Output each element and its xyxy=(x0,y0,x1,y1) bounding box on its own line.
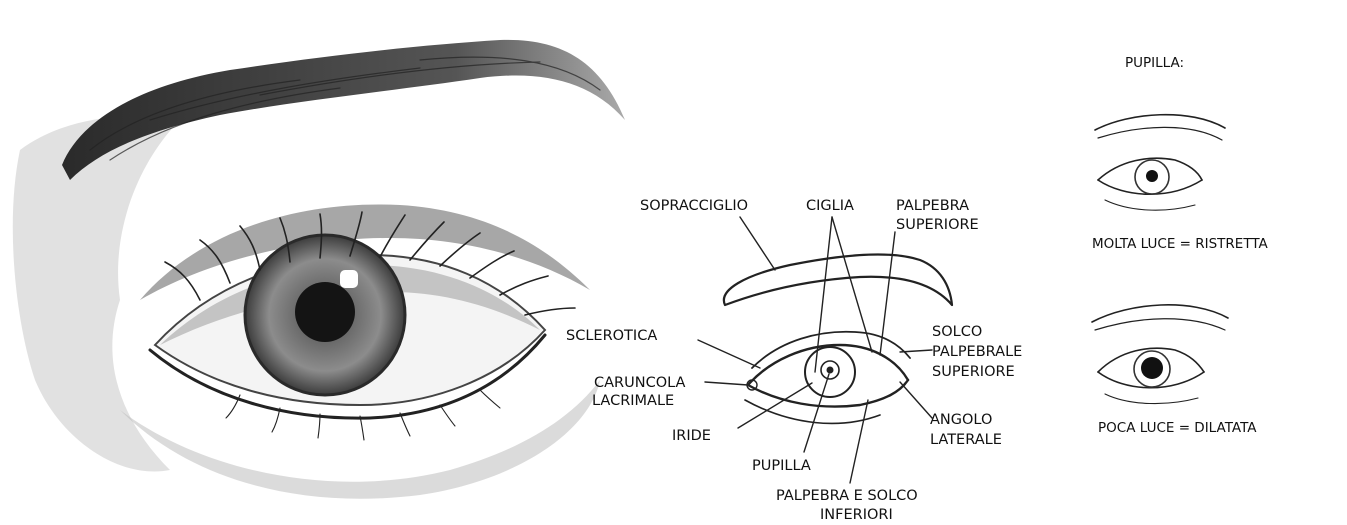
label-angolo-line2: LATERALE xyxy=(930,432,1002,448)
label-angolo-line1: ANGOLO xyxy=(930,412,992,428)
label-palpebra-inferiore-line2: INFERIORI xyxy=(820,507,893,523)
eye-bright-light xyxy=(1095,115,1225,211)
dim-eyebrow xyxy=(1092,305,1228,322)
bright-eyebrow-lower xyxy=(1098,127,1222,140)
eye-dim-light xyxy=(1092,305,1228,404)
bright-lower-lid xyxy=(1098,180,1202,194)
bright-caption: MOLTA LUCE = RISTRETTA xyxy=(1092,236,1269,252)
label-sclerotica: SCLEROTICA xyxy=(566,328,657,344)
pupil-panel-title: PUPILLA: xyxy=(1125,55,1184,71)
label-solco-line3: SUPERIORE xyxy=(932,364,1015,380)
bright-pupil xyxy=(1146,170,1158,182)
leader-lines xyxy=(698,217,932,483)
pencil-eye-drawing xyxy=(13,40,625,499)
pupil-comparison-panel: PUPILLA: MOLTA LUCE = RISTRETTA POCA LUC… xyxy=(1092,55,1269,436)
dim-eyebrow-lower xyxy=(1095,319,1225,330)
dim-lower-crease xyxy=(1105,394,1198,404)
label-solco-line2: PALPEBRALE xyxy=(932,344,1022,360)
label-solco-line1: SOLCO xyxy=(932,324,982,340)
pupil xyxy=(295,282,355,342)
label-palpebra-inferiore-line1: PALPEBRA E SOLCO xyxy=(776,488,918,504)
label-ciglia: CIGLIA xyxy=(806,198,854,214)
diagram-pupil-dot xyxy=(827,367,834,374)
catchlight xyxy=(340,270,358,288)
label-caruncola-line2: LACRIMALE xyxy=(592,393,674,409)
label-pupilla: PUPILLA xyxy=(752,458,811,474)
dim-pupil xyxy=(1141,357,1163,379)
label-iride: IRIDE xyxy=(672,428,711,444)
diagram-eyebrow xyxy=(724,255,952,305)
label-caruncola-line1: CARUNCOLA xyxy=(594,375,686,391)
label-palpebra-superiore-line2: SUPERIORE xyxy=(896,217,979,233)
dim-caption: POCA LUCE = DILATATA xyxy=(1098,420,1257,436)
face-shading xyxy=(13,116,180,471)
bright-lower-crease xyxy=(1105,200,1195,210)
label-sopracciglio: SOPRACCIGLIO xyxy=(640,198,748,214)
label-palpebra-superiore-line1: PALPEBRA xyxy=(896,198,969,214)
labeled-eye-diagram: SOPRACCIGLIO CIGLIA PALPEBRA SUPERIORE S… xyxy=(566,198,1022,523)
diagram-eye-lower xyxy=(748,380,908,407)
